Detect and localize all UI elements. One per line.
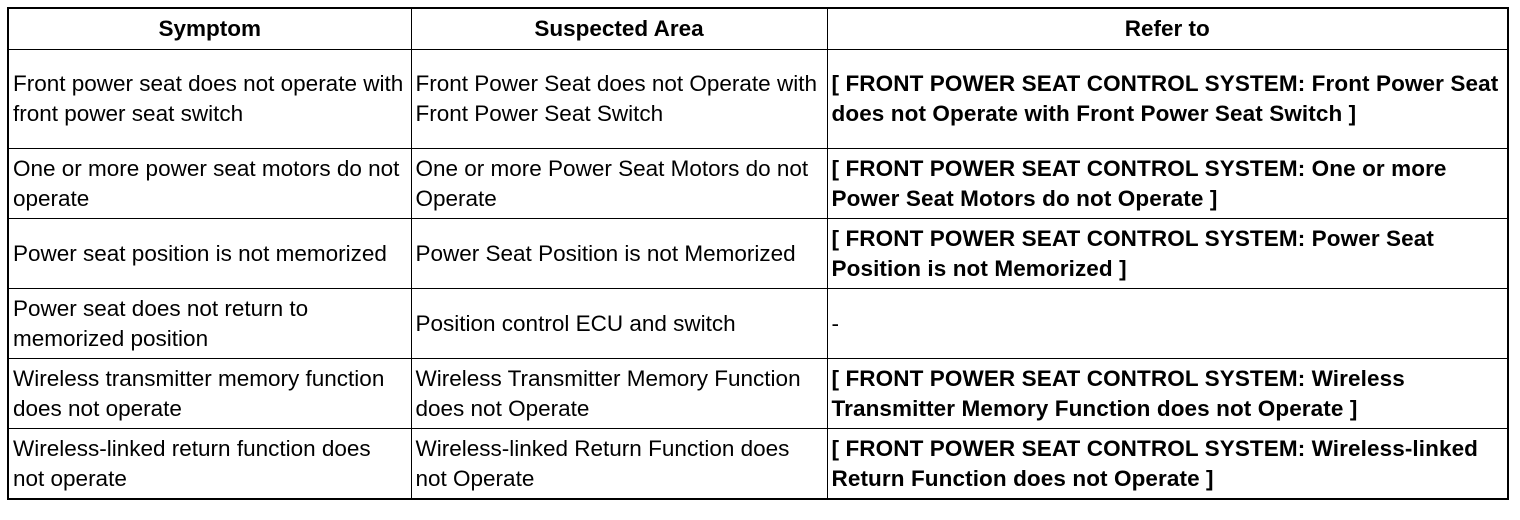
table-header-row: Symptom Suspected Area Refer to (7, 7, 1509, 50)
refer-to-link[interactable]: [ FRONT POWER SEAT CONTROL SYSTEM: Power… (826, 218, 1509, 289)
suspected-area-cell: Wireless Transmitter Memory Function doe… (410, 358, 828, 429)
table-row: Front power seat does not operate with f… (7, 49, 1509, 149)
refer-to-link[interactable]: [ FRONT POWER SEAT CONTROL SYSTEM: Wirel… (826, 358, 1509, 429)
problem-symptoms-table: Symptom Suspected Area Refer to Front po… (7, 7, 1509, 500)
refer-to-link[interactable]: [ FRONT POWER SEAT CONTROL SYSTEM: Front… (826, 49, 1509, 149)
table-row: Wireless-linked return function does not… (7, 428, 1509, 500)
symptom-cell: Power seat position is not memorized (7, 218, 412, 289)
header-refer-to: Refer to (826, 7, 1509, 50)
header-symptom: Symptom (7, 7, 412, 50)
symptom-cell: Wireless-linked return function does not… (7, 428, 412, 500)
table-row: Power seat does not return to memorized … (7, 288, 1509, 359)
table-row: One or more power seat motors do not ope… (7, 148, 1509, 219)
header-suspected-area: Suspected Area (410, 7, 828, 50)
suspected-area-cell: One or more Power Seat Motors do not Ope… (410, 148, 828, 219)
table-row: Wireless transmitter memory function doe… (7, 358, 1509, 429)
symptom-cell: Front power seat does not operate with f… (7, 49, 412, 149)
symptom-cell: Wireless transmitter memory function doe… (7, 358, 412, 429)
symptom-cell: One or more power seat motors do not ope… (7, 148, 412, 219)
suspected-area-cell: Power Seat Position is not Memorized (410, 218, 828, 289)
symptom-cell: Power seat does not return to memorized … (7, 288, 412, 359)
refer-to-link[interactable]: [ FRONT POWER SEAT CONTROL SYSTEM: One o… (826, 148, 1509, 219)
suspected-area-cell: Position control ECU and switch (410, 288, 828, 359)
table-row: Power seat position is not memorized Pow… (7, 218, 1509, 289)
suspected-area-cell: Wireless-linked Return Function does not… (410, 428, 828, 500)
refer-to-cell: - (826, 288, 1509, 359)
suspected-area-cell: Front Power Seat does not Operate with F… (410, 49, 828, 149)
refer-to-link[interactable]: [ FRONT POWER SEAT CONTROL SYSTEM: Wirel… (826, 428, 1509, 500)
